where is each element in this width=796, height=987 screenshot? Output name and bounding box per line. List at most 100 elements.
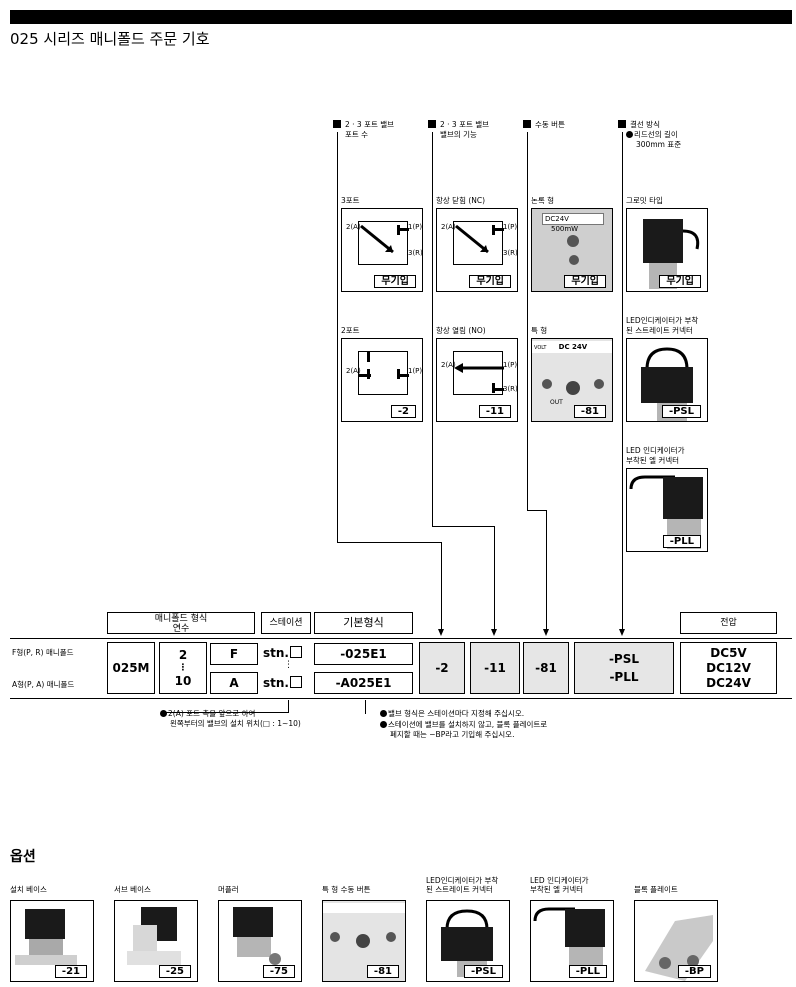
cell-series[interactable]: 025M bbox=[107, 642, 155, 694]
valve-2port-symbol bbox=[358, 351, 409, 395]
option-tile-25[interactable]: -25 bbox=[114, 900, 198, 982]
code-label: 무기입 bbox=[374, 275, 416, 288]
port-hole-icon bbox=[542, 379, 552, 389]
option-card-port3[interactable]: 2(A) 1(P) 3(R) 무기입 bbox=[341, 208, 423, 292]
option-tile-pll[interactable]: -PLL bbox=[530, 900, 614, 982]
code-label: 무기입 bbox=[564, 275, 606, 288]
option-label-special: 특 형 bbox=[531, 326, 548, 335]
bullet-icon bbox=[626, 131, 633, 138]
code-label: -PLL bbox=[568, 965, 607, 978]
row-label-a: A형(P, A) 매니폴드 bbox=[12, 680, 75, 689]
code-label: -75 bbox=[262, 965, 295, 978]
cell-manual[interactable]: -81 bbox=[523, 642, 569, 694]
option-card-grommet[interactable]: 무기입 bbox=[626, 208, 708, 292]
product-photo-icon bbox=[127, 907, 181, 965]
valve-symbol-icon bbox=[454, 363, 504, 393]
header-manual: 수동 버튼 bbox=[523, 120, 565, 130]
note-leader bbox=[165, 712, 289, 713]
option-label-no: 항상 열림 (NO) bbox=[436, 326, 486, 335]
option-card-special[interactable]: VOLT DC 24V OUT -81 bbox=[531, 338, 613, 422]
arrow-down-icon bbox=[491, 629, 497, 636]
square-bullet-icon bbox=[618, 120, 626, 128]
option-tile-21[interactable]: -21 bbox=[10, 900, 94, 982]
code-label: -PSL bbox=[463, 965, 503, 978]
cell-base-2[interactable]: -A025E1 bbox=[314, 672, 413, 694]
valve-3port-symbol bbox=[358, 221, 409, 265]
option-card-nc[interactable]: 2(A) 1(P) 3(R) 무기입 bbox=[436, 208, 518, 292]
note-leader bbox=[288, 700, 289, 712]
cell-base-1[interactable]: -025E1 bbox=[314, 643, 413, 665]
code-label: -PLL bbox=[662, 535, 701, 548]
option-label-grommet: 그로밋 타입 bbox=[626, 196, 663, 205]
cell-wiring[interactable]: -PSL -PLL bbox=[574, 642, 674, 694]
option-tile-81[interactable]: -81 bbox=[322, 900, 406, 982]
bullet-icon bbox=[380, 710, 387, 717]
cell-type-f[interactable]: F bbox=[210, 643, 258, 665]
options-title: 옵션 bbox=[10, 849, 36, 865]
connector-line bbox=[432, 526, 494, 527]
option-card-pll[interactable]: -PLL bbox=[626, 468, 708, 552]
option-tile-bp[interactable]: -BP bbox=[634, 900, 718, 982]
valve-symbol-icon bbox=[359, 352, 409, 379]
header-wiring: 결선 방식 리드선의 길이 300mm 표준 bbox=[618, 120, 681, 150]
port-hole-icon bbox=[594, 379, 604, 389]
table-header-base: 기본형식 bbox=[314, 612, 413, 634]
port-hole-icon bbox=[566, 381, 580, 395]
code-label: -81 bbox=[573, 405, 606, 418]
square-bullet-icon bbox=[523, 120, 531, 128]
option-label-port3: 3포트 bbox=[341, 196, 360, 205]
option-tile-75[interactable]: -75 bbox=[218, 900, 302, 982]
port-hole-icon bbox=[567, 235, 579, 247]
valve-symbol-icon bbox=[455, 224, 504, 254]
cell-stations[interactable]: 2 ⋮ 10 bbox=[159, 642, 207, 694]
table-rule-bottom bbox=[10, 698, 792, 699]
option-card-psl[interactable]: -PSL bbox=[626, 338, 708, 422]
cell-port[interactable]: -2 bbox=[419, 642, 465, 694]
valve-symbol-icon bbox=[360, 224, 409, 254]
cell-type-a[interactable]: A bbox=[210, 672, 258, 694]
option-tile-label: 서브 베이스 bbox=[114, 885, 151, 894]
connector-line bbox=[622, 132, 623, 630]
product-photo-icon bbox=[233, 907, 281, 965]
row-label-f: F형(P, R) 매니폴드 bbox=[12, 648, 74, 657]
cell-function[interactable]: -11 bbox=[470, 642, 520, 694]
note-1: 2(A) 포트 측을 앞으로 하여 왼쪽부터의 밸브의 설치 위치(□ : 1~… bbox=[160, 709, 301, 729]
option-tile-label: 머플러 bbox=[218, 885, 239, 894]
option-tile-label: 설치 베이스 bbox=[10, 885, 47, 894]
valve-no-symbol bbox=[453, 351, 504, 395]
code-label: -BP bbox=[677, 965, 711, 978]
arrow-down-icon bbox=[543, 629, 549, 636]
product-photo-icon bbox=[15, 909, 77, 965]
code-label: -81 bbox=[366, 965, 399, 978]
option-card-port2[interactable]: 2(A) 1(P) -2 bbox=[341, 338, 423, 422]
top-bar bbox=[10, 10, 792, 24]
connector-line bbox=[441, 542, 442, 630]
option-tile-label: 특 형 수동 버튼 bbox=[322, 885, 371, 894]
product-photo-icon bbox=[533, 907, 605, 975]
checkbox-icon bbox=[289, 676, 302, 688]
label-stamp: DC24V 500mW bbox=[542, 213, 604, 233]
connector-line bbox=[546, 510, 547, 630]
option-tile-psl[interactable]: -PSL bbox=[426, 900, 510, 982]
label-stamp: VOLT DC 24V bbox=[532, 341, 612, 353]
product-photo-icon bbox=[645, 915, 713, 981]
connector-line bbox=[494, 526, 495, 630]
code-label: -25 bbox=[158, 965, 191, 978]
port-hole-icon bbox=[569, 255, 579, 265]
code-label: 무기입 bbox=[469, 275, 511, 288]
arrow-down-icon bbox=[619, 629, 625, 636]
note-leader bbox=[365, 700, 366, 714]
bullet-icon bbox=[380, 721, 387, 728]
option-card-no[interactable]: 2(A) 1(P) 3(R) -11 bbox=[436, 338, 518, 422]
cell-voltage[interactable]: DC5V DC12V DC24V bbox=[680, 642, 777, 694]
code-label: -21 bbox=[54, 965, 87, 978]
station-1[interactable]: stn. bbox=[263, 646, 302, 660]
option-label-port2: 2포트 bbox=[341, 326, 360, 335]
option-card-nonlock[interactable]: DC24V 500mW 무기입 bbox=[531, 208, 613, 292]
connector-line bbox=[432, 132, 433, 526]
station-2[interactable]: stn. bbox=[263, 676, 302, 690]
